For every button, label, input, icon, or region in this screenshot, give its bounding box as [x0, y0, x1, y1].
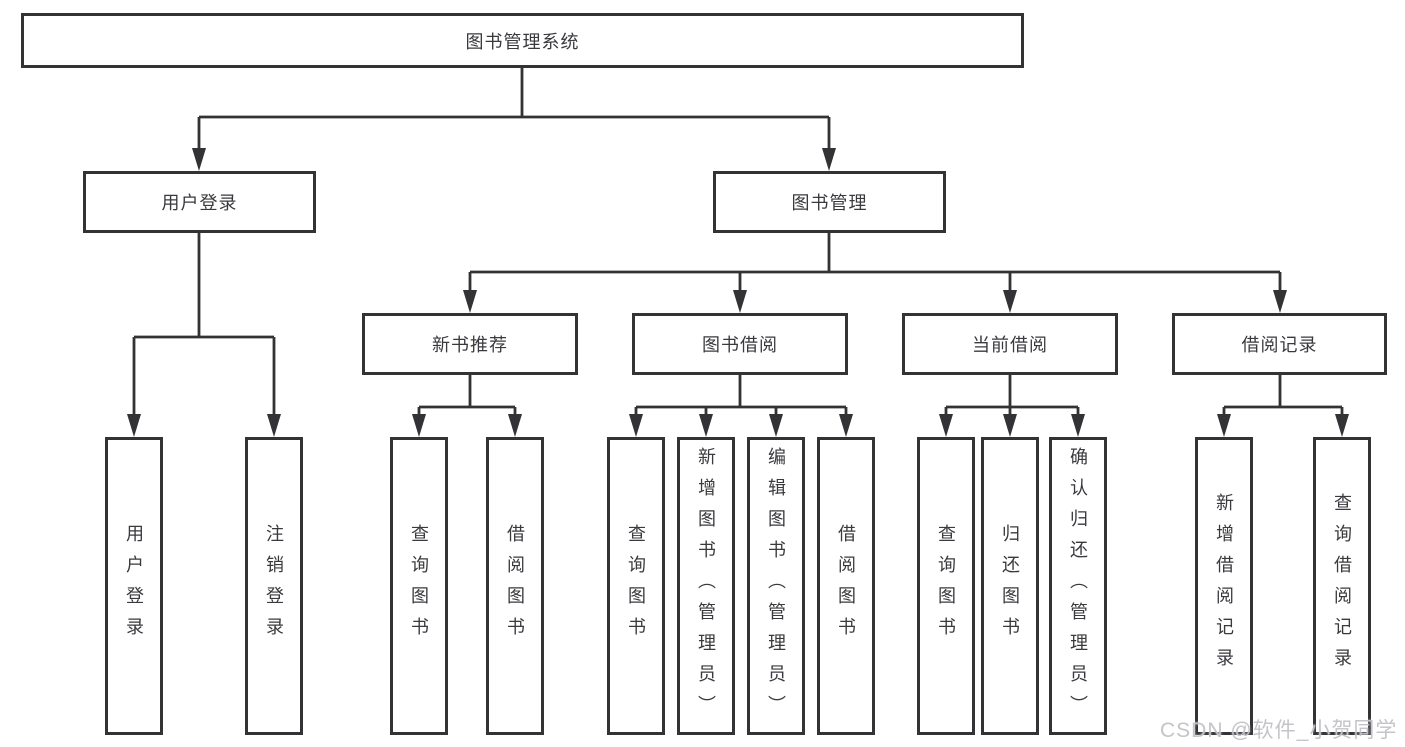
- leaf-borrow-query: 查询图书: [607, 437, 665, 735]
- node-book-mgmt: 图书管理: [713, 171, 946, 233]
- leaf-current-return: 归还图书: [981, 437, 1039, 735]
- arrow-down-icon: [733, 290, 747, 313]
- leaf-current-query: 查询图书: [917, 437, 975, 735]
- arrow-down-icon: [463, 290, 477, 313]
- leaf-label: 借阅图书: [505, 524, 525, 648]
- node-book-borrow: 图书借阅: [632, 313, 848, 375]
- leaf-record-query: 查询借阅记录: [1313, 437, 1371, 735]
- leaf-borrow-edit-admin: 编辑图书（管理员）: [747, 437, 805, 735]
- arrow-down-icon: [1335, 414, 1349, 437]
- arrow-down-icon: [839, 414, 853, 437]
- leaf-label: 查询图书: [936, 524, 956, 648]
- arrow-down-icon: [508, 414, 522, 437]
- leaf-logout: 注销登录: [245, 437, 303, 735]
- arrow-down-icon: [1071, 414, 1085, 437]
- leaf-borrow-borrow: 借阅图书: [817, 437, 875, 735]
- csdn-watermark: CSDN @软件_小贺同学: [1160, 719, 1398, 742]
- leaf-label: 查询借阅记录: [1332, 493, 1352, 679]
- leaf-newbook-borrow: 借阅图书: [486, 437, 544, 735]
- leaf-borrow-add-admin: 新增图书（管理员）: [677, 437, 735, 735]
- leaf-label: 编辑图书（管理员）: [766, 446, 786, 726]
- node-new-book: 新书推荐: [362, 313, 578, 375]
- arrow-down-icon: [412, 414, 426, 437]
- arrow-down-icon: [822, 148, 836, 171]
- leaf-newbook-query: 查询图书: [390, 437, 448, 735]
- connector-lines: [132, 68, 1344, 418]
- leaf-label: 用户登录: [124, 524, 144, 648]
- leaf-label: 归还图书: [1000, 524, 1020, 648]
- leaf-label: 查询图书: [626, 524, 646, 648]
- arrow-down-icon: [267, 414, 281, 437]
- node-borrow-record: 借阅记录: [1172, 313, 1387, 375]
- node-root: 图书管理系统: [21, 13, 1024, 68]
- leaf-label: 借阅图书: [836, 524, 856, 648]
- leaf-current-confirm-admin: 确认归还（管理员）: [1049, 437, 1107, 735]
- arrow-down-icon: [1003, 290, 1017, 313]
- arrow-down-icon: [1217, 414, 1231, 437]
- arrow-down-icon: [699, 414, 713, 437]
- leaf-label: 注销登录: [264, 524, 284, 648]
- arrow-down-icon: [1003, 414, 1017, 437]
- arrow-down-icon: [939, 414, 953, 437]
- node-current-borrow: 当前借阅: [902, 313, 1118, 375]
- leaf-label: 新增借阅记录: [1214, 493, 1234, 679]
- leaf-user-login: 用户登录: [105, 437, 163, 735]
- arrow-down-icon: [192, 148, 206, 171]
- leaf-label: 新增图书（管理员）: [696, 446, 716, 726]
- connector-arrowheads: [127, 148, 1349, 437]
- leaf-label: 确认归还（管理员）: [1068, 446, 1088, 726]
- node-user-login: 用户登录: [83, 171, 316, 233]
- arrow-down-icon: [1273, 290, 1287, 313]
- leaf-record-add: 新增借阅记录: [1195, 437, 1253, 735]
- leaf-label: 查询图书: [409, 524, 429, 648]
- arrow-down-icon: [769, 414, 783, 437]
- arrow-down-icon: [127, 414, 141, 437]
- arrow-down-icon: [629, 414, 643, 437]
